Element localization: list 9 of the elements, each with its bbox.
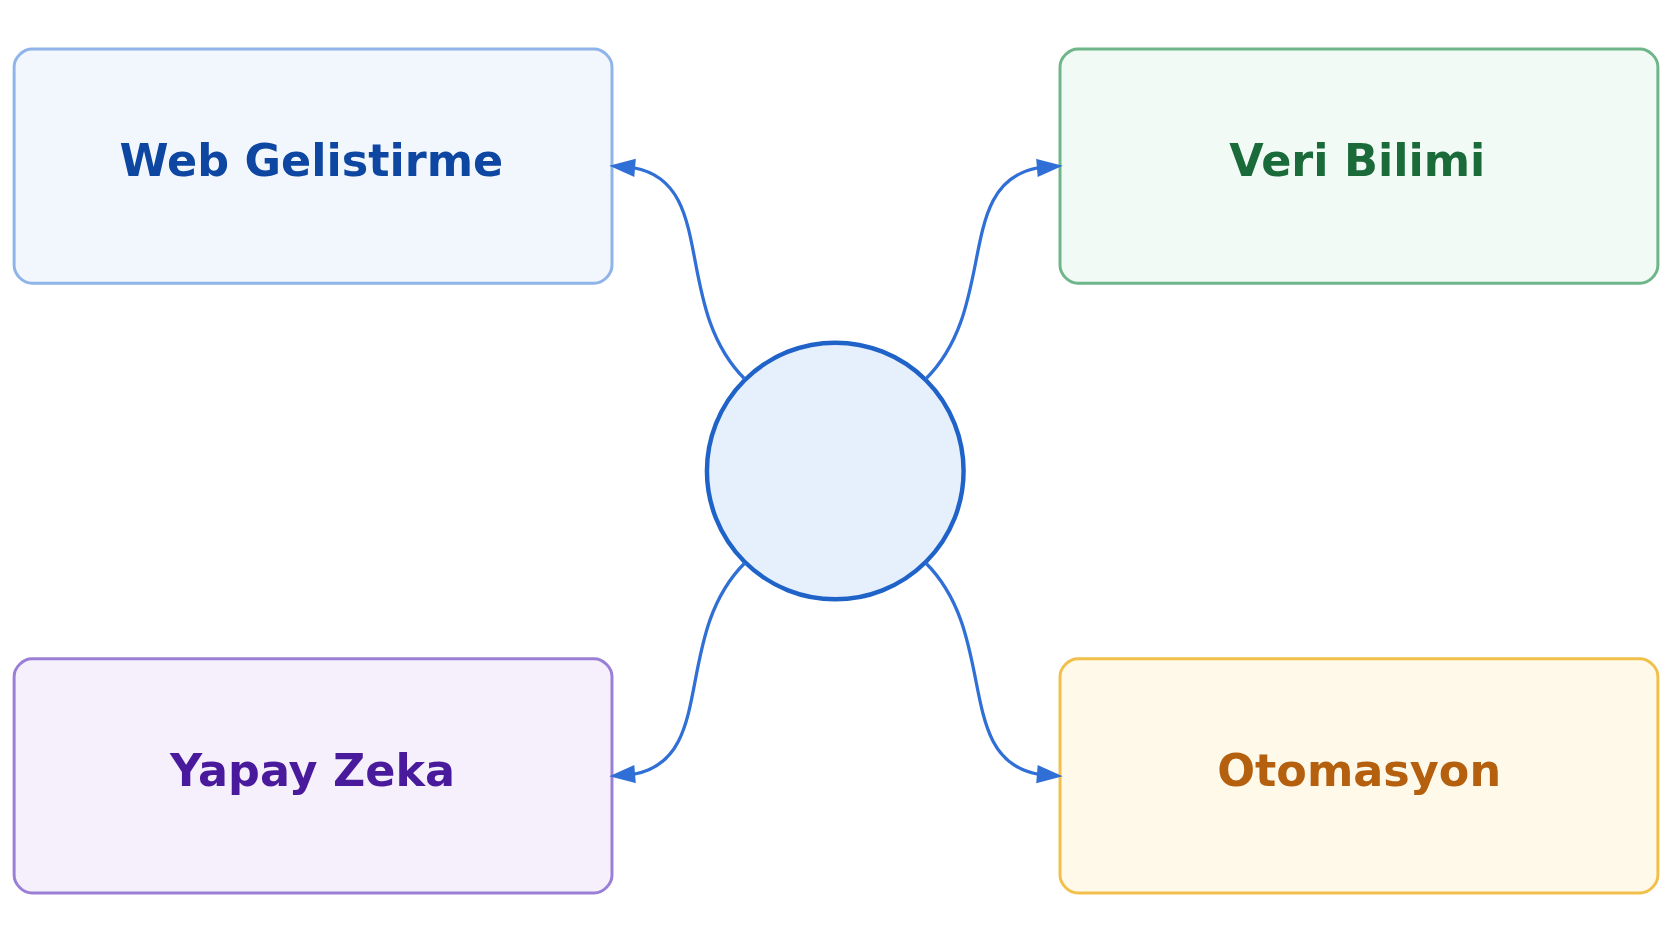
arrow xyxy=(609,561,746,783)
arrow xyxy=(924,158,1063,380)
node-box: Yapay Zeka xyxy=(12,656,614,895)
node-circle xyxy=(704,339,966,602)
node-box: Web Gelistirme xyxy=(12,46,614,285)
node-box: Veri Bilimi xyxy=(1058,46,1660,285)
arrow xyxy=(609,158,746,380)
node-box: Otomasyon xyxy=(1058,656,1660,895)
arrow xyxy=(924,561,1063,783)
